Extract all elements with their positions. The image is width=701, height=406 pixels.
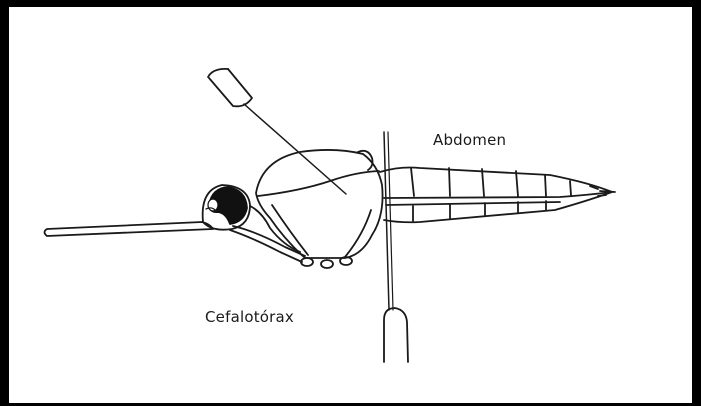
lower-dissecting-needle <box>384 132 408 362</box>
upper-dissecting-needle <box>208 69 346 194</box>
label-cefalotorax: Cefalotórax <box>205 308 294 326</box>
abdomen-body <box>380 168 615 223</box>
label-abdomen: Abdomen <box>433 131 506 149</box>
head <box>203 185 250 230</box>
proboscis <box>45 222 214 236</box>
